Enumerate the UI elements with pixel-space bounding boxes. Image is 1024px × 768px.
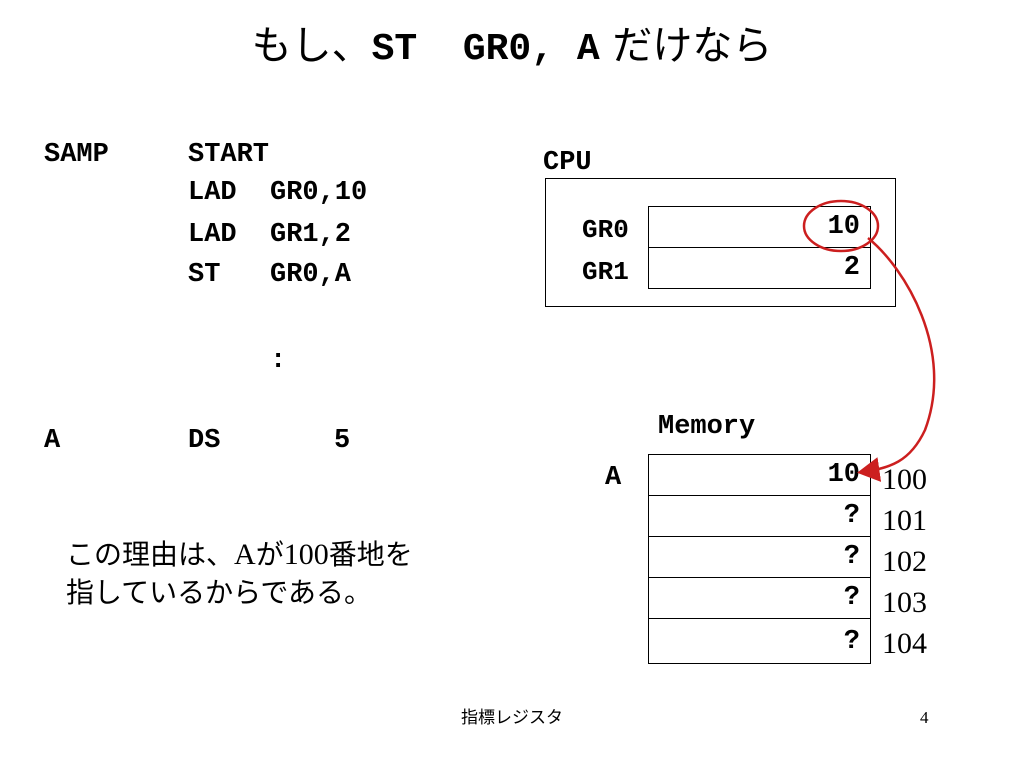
register-gr0: 10 [648, 206, 871, 248]
address-100: 100 [882, 463, 927, 496]
title-suffix: だけなら [599, 23, 773, 69]
code-operand-lad-1: GR0,10 [270, 178, 368, 208]
title-prefix: もし、 [251, 23, 372, 69]
code-op-start: START [188, 140, 270, 170]
memory-cell-100: 10 [648, 454, 871, 496]
code-op-lad-1: LAD [188, 178, 237, 208]
code-operand-st: GR0,A [270, 260, 352, 290]
cpu-title: CPU [543, 148, 592, 178]
code-operand-lad-2: GR1,2 [270, 220, 352, 250]
register-label-gr1: GR1 [582, 257, 629, 287]
address-101: 101 [882, 504, 927, 537]
memory-cell-104: ? [648, 618, 871, 664]
explanation-line1-num: 100 [283, 538, 329, 571]
memory-value-104: ? [843, 627, 860, 657]
address-102: 102 [882, 545, 927, 578]
explanation-line-2: 指しているからである。 [66, 576, 373, 609]
code-ellipsis: : [270, 346, 287, 376]
page-number: 4 [920, 708, 929, 727]
register-gr1: 2 [648, 247, 871, 289]
code-label-samp: SAMP [44, 140, 109, 170]
address-103: 103 [882, 586, 927, 619]
code-op-st: ST [188, 260, 221, 290]
memory-cell-101: ? [648, 495, 871, 537]
explanation-line1-pre: この理由は、 [66, 538, 235, 571]
register-value-gr0: 10 [827, 212, 860, 242]
memory-title: Memory [658, 412, 756, 442]
code-op-lad-2: LAD [188, 220, 237, 250]
memory-value-102: ? [843, 542, 860, 572]
memory-value-101: ? [843, 501, 860, 531]
slide-title: もし、ST GR0, A だけなら [0, 18, 1024, 78]
explanation-text: この理由は、Aが100番地を 指しているからである。 [66, 536, 413, 612]
memory-cell-102: ? [648, 536, 871, 578]
code-op-ds: DS [188, 426, 221, 456]
memory-value-103: ? [843, 583, 860, 613]
memory-cell-103: ? [648, 577, 871, 619]
footer-title: 指標レジスタ [461, 708, 563, 728]
memory-label-a: A [605, 463, 622, 493]
explanation-line-1: この理由は、Aが100番地を [66, 536, 413, 574]
memory-value-100: 10 [827, 460, 860, 490]
code-operand-ds: 5 [334, 426, 351, 456]
address-104: 104 [882, 627, 927, 660]
explanation-line1-a: A [234, 538, 256, 571]
code-label-a: A [44, 426, 61, 456]
register-label-gr0: GR0 [582, 215, 629, 245]
explanation-line1-mid: が [255, 538, 284, 571]
explanation-line1-post: 番地を [328, 538, 413, 571]
register-value-gr1: 2 [843, 253, 860, 283]
title-code: ST GR0, A [371, 28, 600, 71]
